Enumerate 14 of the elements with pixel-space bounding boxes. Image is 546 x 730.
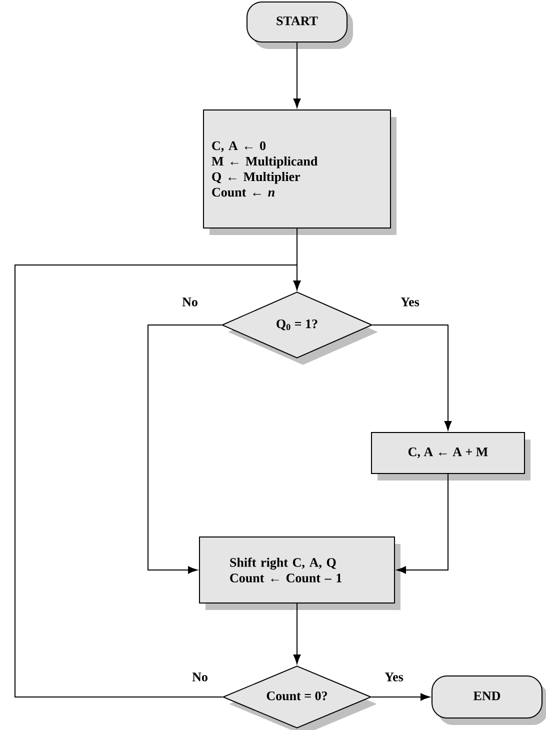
process-box: Shift right C, A, Q Count ← Count – 1	[199, 536, 400, 610]
arrow	[371, 693, 430, 701]
arrow	[372, 324, 452, 430]
arrow	[396, 474, 448, 574]
process-box: C, A ← A + M	[371, 432, 530, 480]
arrow	[293, 603, 301, 664]
arrow	[148, 324, 222, 574]
edge-label: No	[191, 672, 209, 682]
edge-label: No	[181, 296, 199, 308]
process-box: C, A ← 0 M ← Multiplicand Q ← Multiplier Count ← n	[203, 110, 396, 235]
arrow	[293, 42, 301, 108]
edge-label: Yes	[400, 296, 420, 308]
edge-label: Yes	[384, 672, 404, 682]
arrow	[14, 264, 301, 698]
